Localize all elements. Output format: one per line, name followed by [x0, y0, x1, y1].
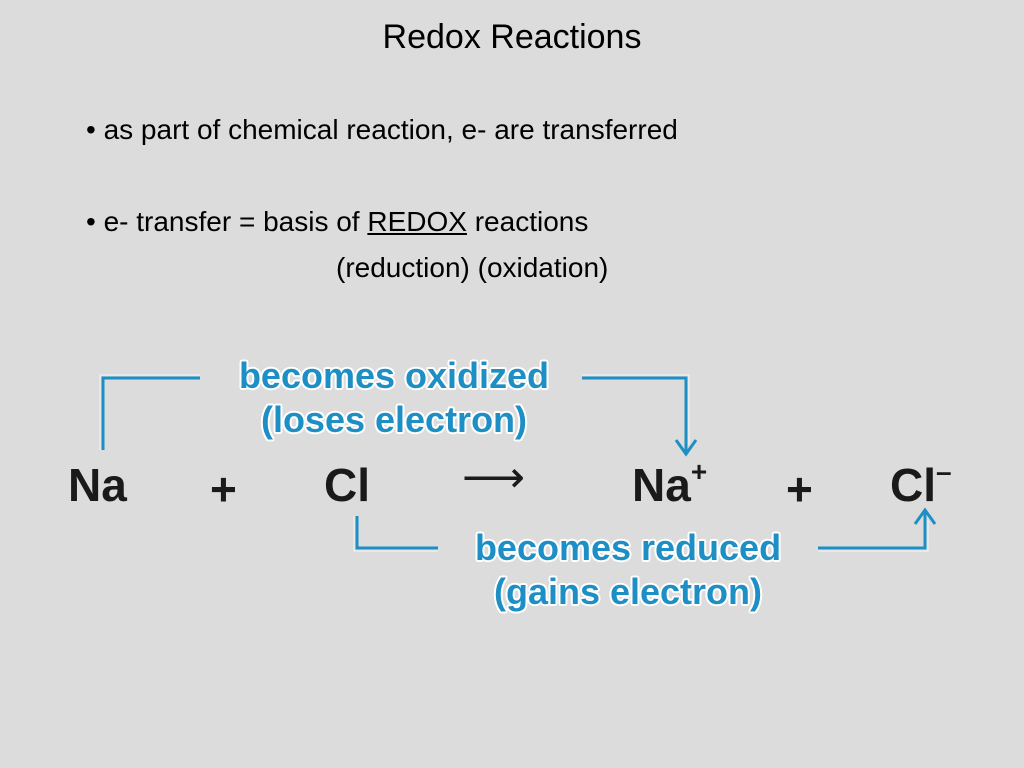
oxidation-arrowhead	[674, 439, 698, 457]
oxidation-connector-right	[582, 376, 688, 452]
reactant-cl: Cl	[324, 459, 370, 511]
product-na-ion: Na+	[632, 456, 708, 512]
oxidized-label: becomes oxidized (loses electron)	[210, 354, 578, 442]
slide-title: Redox Reactions	[382, 18, 642, 56]
reactant-na: Na	[68, 459, 127, 511]
product-na-symbol: Na	[632, 459, 691, 511]
redox-explanation: (reduction) (oxidation)	[336, 252, 609, 283]
plus-sign-1: +	[210, 463, 237, 515]
product-cl-ion: Cl–	[890, 456, 952, 512]
oxidation-connector	[101, 376, 200, 450]
product-cl-symbol: Cl	[890, 459, 936, 511]
redox-term: REDOX	[367, 206, 467, 237]
oxidized-line2: (loses electron)	[260, 399, 528, 440]
bullet-redox-pre: • e- transfer = basis of	[86, 206, 368, 237]
reduced-label: becomes reduced (gains electron)	[444, 526, 812, 614]
oxidized-line1: becomes oxidized	[238, 355, 550, 396]
product-cl-charge: –	[936, 456, 952, 487]
bullet-redox-post: reactions	[466, 206, 589, 237]
bullet-electron-transfer: • as part of chemical reaction, e- are t…	[86, 114, 678, 145]
reduced-line2: (gains electron)	[493, 571, 763, 612]
reduction-connector-right	[818, 512, 927, 550]
reaction-arrow: ⟶	[462, 453, 526, 502]
reduction-arrowhead	[913, 507, 937, 525]
bullet-redox-basis: • e- transfer = basis of REDOX reactions	[86, 206, 588, 238]
product-na-charge: +	[690, 456, 708, 487]
reduction-connector	[355, 516, 438, 550]
plus-sign-2: +	[786, 463, 813, 515]
reduced-line1: becomes reduced	[474, 527, 782, 568]
